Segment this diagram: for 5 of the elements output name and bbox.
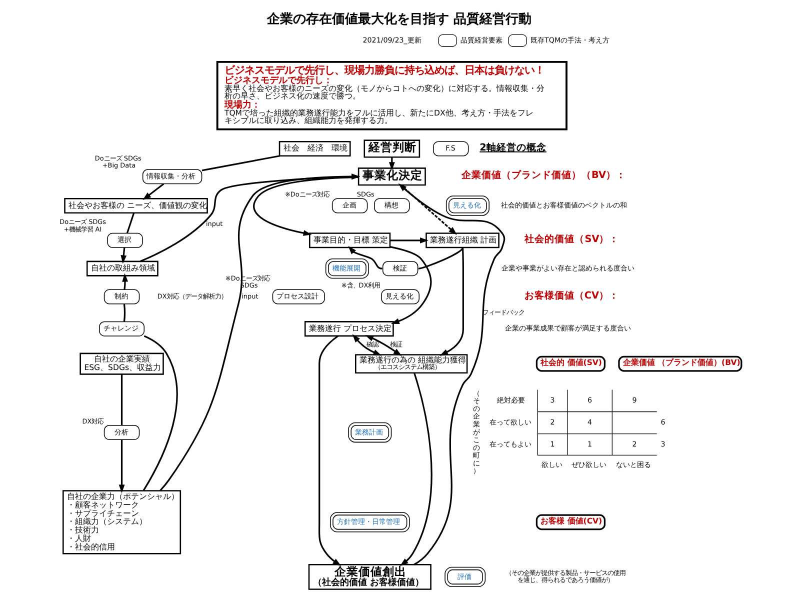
label: 社会的価値（SV）： <box>524 234 619 246</box>
label: 企業価値（ブランド価値）（BV）： <box>461 170 626 182</box>
label: 2軸経営の概念 <box>479 142 546 154</box>
label: お客様価値（CV）： <box>524 290 619 302</box>
diagram-title: 企業の存在価値最大化を目指す 品質経営行動 <box>266 12 532 28</box>
